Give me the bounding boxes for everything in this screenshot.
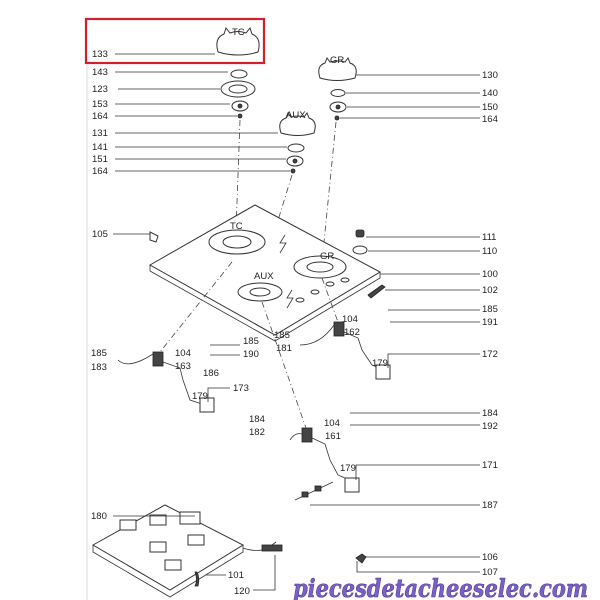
axis-line: [321, 277, 339, 323]
callout-100[interactable]: 100: [482, 269, 498, 280]
callout-187[interactable]: 187: [482, 500, 498, 511]
callout-110[interactable]: 110: [482, 246, 497, 257]
callout-172[interactable]: 172: [482, 349, 498, 360]
burner-label-gr: GR: [330, 55, 344, 66]
callout-130[interactable]: 130: [482, 70, 498, 81]
callout-185[interactable]: 185: [91, 348, 107, 359]
callout-164[interactable]: 164: [92, 111, 108, 122]
clip-part: [149, 231, 159, 243]
callout-163[interactable]: 163: [175, 361, 191, 372]
callout-190[interactable]: 190: [243, 349, 259, 360]
callout-191[interactable]: 191: [482, 317, 498, 328]
middle-callout-labels: 185 190 186 173 104 163 179 185 181 104 …: [175, 314, 388, 597]
knob-part: [355, 229, 365, 238]
callout-151[interactable]: 151: [92, 154, 108, 165]
callout-179[interactable]: 179: [192, 391, 208, 402]
callout-120[interactable]: 120: [234, 586, 250, 597]
callout-183[interactable]: 183: [91, 362, 107, 373]
fitting-part: [355, 553, 367, 564]
callout-162[interactable]: 162: [344, 327, 360, 338]
callout-141[interactable]: 141: [92, 142, 108, 153]
callout-186[interactable]: 186: [203, 368, 219, 379]
callout-105[interactable]: 105: [92, 229, 108, 240]
gas-valve-middle: [289, 427, 360, 493]
callout-180[interactable]: 180: [91, 511, 107, 522]
gas-valve-right: [299, 321, 391, 380]
watermark: piecesdetacheeselec.com: [293, 574, 588, 600]
callout-106[interactable]: 106: [482, 552, 498, 563]
callout-102[interactable]: 102: [482, 285, 498, 296]
callout-179[interactable]: 179: [340, 463, 356, 474]
callout-184[interactable]: 184: [249, 414, 265, 425]
callout-101[interactable]: 101: [228, 570, 244, 581]
callout-104[interactable]: 104: [324, 418, 340, 429]
hob-label-gr: GR: [320, 251, 334, 262]
hob-label-aux: AUX: [254, 271, 274, 282]
left-callout-labels: 133 143 123 153 164 131 141 151 164 105 …: [91, 49, 108, 522]
hob-label-tc: TC: [230, 221, 243, 232]
callout-143[interactable]: 143: [92, 67, 108, 78]
gr-burner-stack: [318, 56, 357, 263]
callout-104[interactable]: 104: [342, 314, 358, 325]
callout-lines: [113, 53, 480, 591]
callout-179[interactable]: 179: [372, 358, 388, 369]
callout-181[interactable]: 181: [276, 343, 292, 354]
callout-164[interactable]: 164: [92, 166, 108, 177]
callout-111[interactable]: 111: [482, 232, 496, 243]
callout-173[interactable]: 173: [233, 383, 249, 394]
callout-185[interactable]: 185: [274, 330, 290, 341]
axis-line: [159, 261, 233, 353]
bracket-part: [367, 284, 386, 299]
base-frame: [91, 504, 283, 598]
callout-131[interactable]: 131: [92, 128, 108, 139]
callout-107[interactable]: 107: [482, 567, 498, 578]
burner-label-tc: TC: [232, 27, 245, 38]
callout-123[interactable]: 123: [92, 84, 108, 95]
hob-plate: [148, 204, 382, 342]
gas-valve-left: [117, 351, 215, 413]
callout-133[interactable]: 133: [92, 49, 108, 60]
axis-line: [261, 301, 307, 429]
callout-140[interactable]: 140: [482, 88, 498, 99]
callout-185[interactable]: 185: [482, 304, 498, 315]
burner-label-aux: AUX: [286, 110, 306, 121]
tc-burner-stack: [216, 26, 260, 231]
callout-150[interactable]: 150: [482, 102, 498, 113]
callout-192[interactable]: 192: [482, 421, 498, 432]
callout-164[interactable]: 164: [482, 114, 498, 125]
highlight-box-part-133[interactable]: [84, 17, 266, 65]
knob-ring-part: [352, 245, 368, 255]
right-callout-labels: 130 140 150 164 111 110 100 102 185 191 …: [482, 70, 498, 578]
callout-153[interactable]: 153: [92, 99, 108, 110]
callout-182[interactable]: 182: [249, 427, 265, 438]
callout-171[interactable]: 171: [482, 460, 498, 471]
callout-104[interactable]: 104: [175, 348, 191, 359]
ignition-harness: [294, 481, 334, 501]
callout-185[interactable]: 185: [243, 336, 259, 347]
callout-184[interactable]: 184: [482, 408, 498, 419]
callout-161[interactable]: 161: [325, 431, 341, 442]
